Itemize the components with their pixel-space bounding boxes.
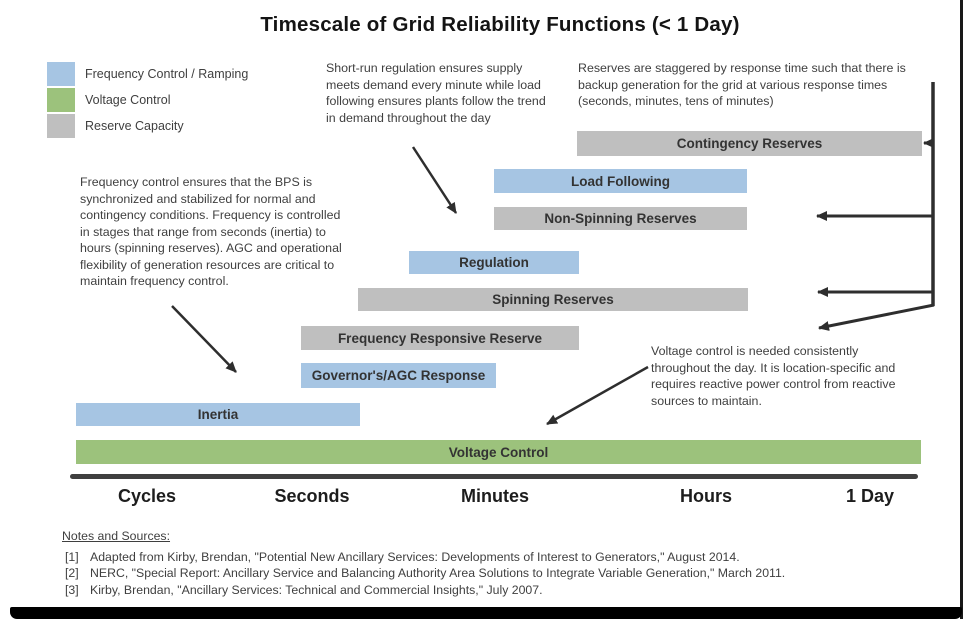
bar-label: Contingency Reserves — [676, 136, 823, 151]
bar-non-spinning-reserves: Non-Spinning Reserves — [494, 207, 747, 230]
bar-label: Frequency Responsive Reserve — [337, 330, 543, 346]
note-text: NERC, "Special Report: Ancillary Service… — [90, 566, 786, 580]
note-text: Adapted from Kirby, Brendan, "Potential … — [90, 549, 740, 564]
note-item: [1] Adapted from Kirby, Brendan, "Potenti… — [62, 549, 785, 566]
axis-label-1-day: 1 Day — [845, 486, 895, 506]
note-marker: [2] — [65, 566, 79, 580]
bar-load-following: Load Following — [494, 169, 747, 193]
bar-label: Voltage Control — [448, 444, 549, 460]
legend-label: Voltage Control — [85, 93, 171, 107]
note-item: [3] Kirby, Brendan, "Ancillary Services: … — [62, 582, 785, 599]
bar-inertia: Inertia — [76, 403, 360, 426]
bracket-freq-resp-arrow — [818, 303, 935, 331]
note-marker: [1] — [65, 549, 79, 564]
notes-and-sources: Notes and Sources: [1] Adapted from Kirby… — [62, 528, 785, 598]
regulation-note: Short-run regulation ensures supply meet… — [326, 61, 546, 125]
bar-label: Inertia — [197, 407, 239, 422]
voltage-note-arrow — [546, 365, 649, 426]
reserves-note: Reserves are staggered by response time … — [578, 61, 906, 108]
page-title: Timescale of Grid Reliability Functions … — [260, 13, 740, 36]
figure-border-right — [960, 0, 963, 619]
voltage-control-swatch-icon — [47, 88, 75, 112]
notes-list: [1] Adapted from Kirby, Brendan, "Potenti… — [62, 549, 785, 599]
legend-item-reserve-capacity: Reserve Capacity — [47, 114, 248, 138]
legend-label: Reserve Capacity — [85, 119, 184, 133]
bar-label: Regulation — [459, 255, 529, 270]
note-item: [2] NERC, "Special Report: Ancillary Serv… — [62, 565, 785, 582]
bar-voltage-control: Voltage Control — [76, 440, 921, 464]
note-marker: [3] — [65, 582, 79, 597]
timescale-axis-line — [70, 474, 918, 479]
note-text: Kirby, Brendan, "Ancillary Services: Tec… — [90, 582, 543, 597]
reserve-capacity-swatch-icon — [47, 114, 75, 138]
bar-regulation: Regulation — [409, 251, 579, 274]
bar-label: Load Following — [571, 173, 670, 189]
bar-label: Spinning Reserves — [492, 292, 614, 307]
bar-contingency-reserves: Contingency Reserves — [577, 131, 922, 156]
bar-label: Governor's/AGC Response — [311, 368, 486, 383]
axis-label-hours: Hours — [679, 486, 733, 506]
voltage-control-note: Voltage control is needed consistently t… — [651, 344, 896, 408]
regulation-note-arrow — [411, 146, 458, 214]
axis-label-cycles: Cycles — [117, 486, 177, 506]
frequency-note-arrow — [171, 305, 237, 373]
legend-label: Frequency Control / Ramping — [85, 67, 249, 81]
axis-label-minutes: Minutes — [460, 486, 530, 506]
notes-heading: Notes and Sources: — [62, 529, 171, 543]
legend-item-voltage-control: Voltage Control — [47, 88, 248, 112]
frequency-control-ramping-swatch-icon — [47, 62, 75, 86]
frequency-control-note: Frequency control ensures that the BPS i… — [80, 175, 342, 288]
bar-governor-s-agc-response: Governor's/AGC Response — [301, 363, 496, 388]
figure-bottom-bar — [10, 607, 962, 619]
bar-label: Non-Spinning Reserves — [544, 211, 697, 226]
bar-frequency-responsive-reserve: Frequency Responsive Reserve — [301, 326, 579, 350]
axis-label-seconds: Seconds — [274, 486, 350, 506]
legend-item-frequency-control-ramping: Frequency Control / Ramping — [47, 62, 248, 86]
bar-spinning-reserves: Spinning Reserves — [358, 288, 748, 311]
